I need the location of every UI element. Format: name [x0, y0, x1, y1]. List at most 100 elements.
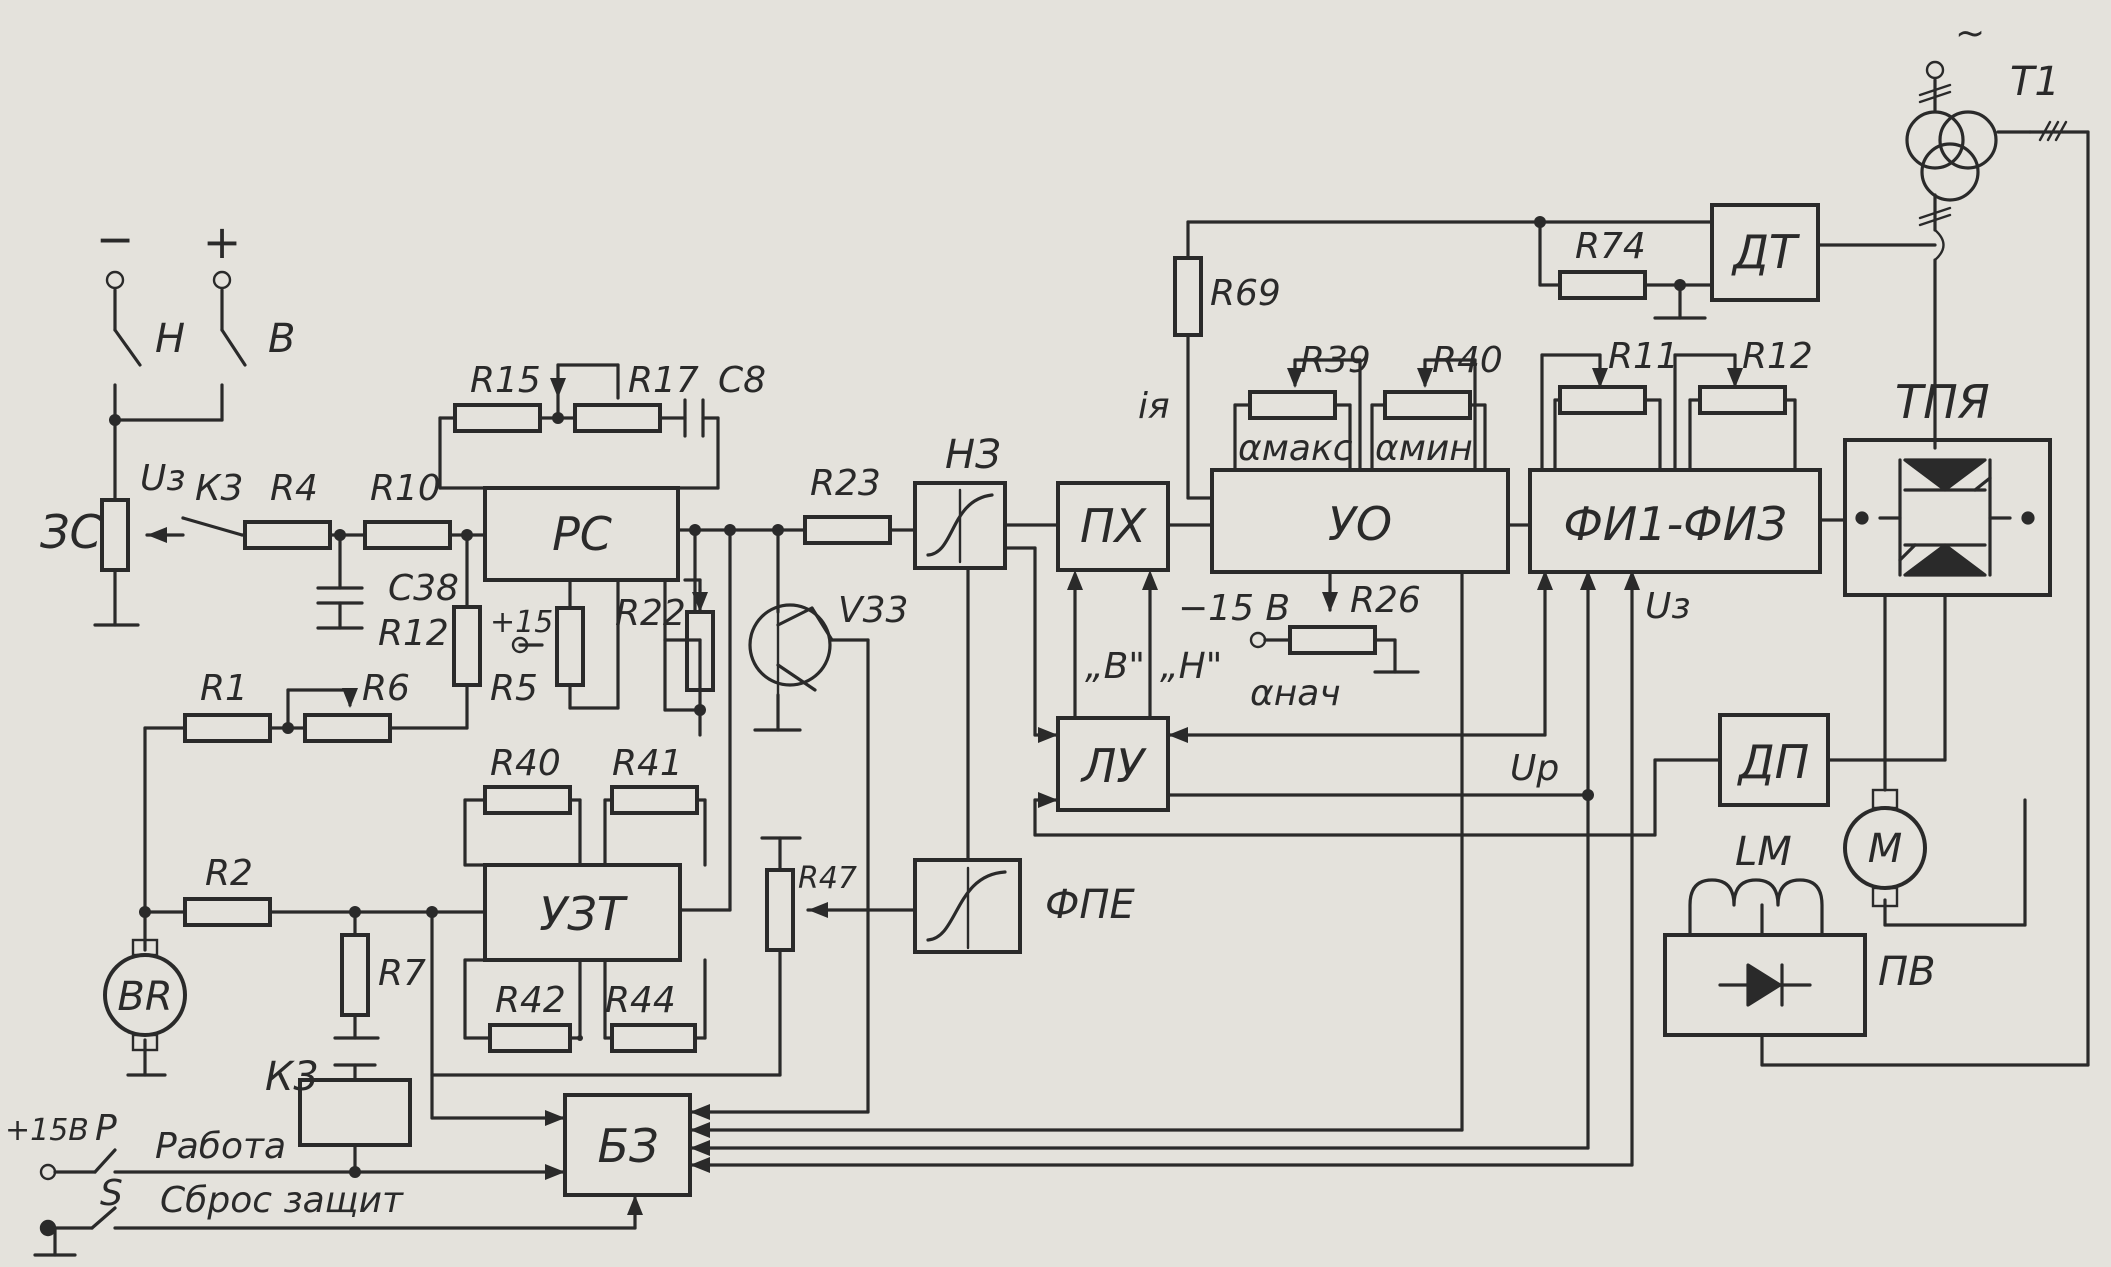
label-c38: C38	[388, 568, 459, 609]
block-label-zs: ЗС	[40, 505, 102, 559]
block-label-lm: LM	[1735, 829, 1792, 875]
label-h: H	[155, 316, 185, 362]
label-amax: αмакс	[1238, 428, 1353, 469]
label-r26: R26	[1350, 580, 1421, 621]
transformer-t1	[1905, 83, 2068, 262]
label-r41: R41	[612, 743, 683, 784]
resistor-r23	[803, 515, 892, 545]
resistor-r47	[765, 868, 795, 952]
resistor-r5	[555, 606, 585, 687]
label-sbros: Сброс защит	[160, 1180, 404, 1221]
block-ph	[1056, 481, 1170, 572]
label-r7: R7	[378, 953, 426, 994]
resistors	[100, 256, 1787, 1053]
block-label-nz: НЗ	[945, 432, 1001, 478]
block-label-rs: РС	[552, 507, 612, 561]
resistor-r40a	[483, 785, 572, 815]
diode-pv	[1718, 963, 1812, 1007]
resistor-r4	[243, 520, 332, 550]
resistor-r39	[1248, 390, 1337, 420]
block-tpya	[1843, 438, 2052, 597]
block-label-m: M	[1868, 826, 1903, 872]
thyristor-bridge	[1855, 458, 2035, 577]
resistor-r69	[1173, 256, 1203, 337]
block-pv	[1663, 933, 1867, 1037]
block-fi	[1528, 468, 1822, 574]
label-r4: R4	[270, 468, 318, 509]
resistor-r15	[453, 403, 542, 433]
label-r11: R11	[1608, 336, 1679, 377]
potentiometer-zs	[100, 498, 130, 572]
label-minus: −	[96, 212, 135, 266]
block-label-t1: T1	[2010, 59, 2060, 105]
resistor-r41	[610, 785, 699, 815]
label-iya: iя	[1138, 386, 1170, 427]
block-k3-coil	[298, 1078, 412, 1147]
label-b-quoted: „В"	[1085, 646, 1145, 687]
resistor-r11	[1558, 385, 1647, 415]
label-r42: R42	[495, 980, 566, 1021]
block-label-uzt: УЗТ	[539, 887, 629, 941]
arrows	[147, 368, 1743, 1215]
block-dt	[1710, 203, 1820, 302]
resistor-r7	[340, 933, 370, 1017]
blocks	[298, 203, 2052, 1197]
label-r15: R15	[470, 360, 541, 401]
block-label-dp: ДП	[1737, 735, 1810, 789]
resistor-r2	[183, 897, 272, 927]
block-bz	[563, 1093, 692, 1197]
block-label-k3coil: К3	[265, 1054, 319, 1100]
block-nz	[913, 481, 1007, 570]
block-label-dt: ДТ	[1731, 225, 1801, 279]
junctions	[109, 216, 1686, 1178]
label-tilde: ~	[1955, 13, 1985, 54]
label-r40a: R40	[490, 743, 561, 784]
resistor-r42	[488, 1023, 572, 1053]
label-r12a: R12	[378, 613, 449, 654]
label-amin: αмин	[1375, 428, 1473, 469]
transistor-v33	[748, 603, 834, 697]
label-p15: +15	[490, 605, 553, 640]
block-fpe	[913, 858, 1022, 954]
block-lu	[1056, 716, 1170, 812]
label-r12b: R12	[1742, 336, 1813, 377]
label-r2: R2	[205, 853, 253, 894]
label-rabota: Работа	[155, 1126, 286, 1167]
label-r69: R69	[1210, 273, 1281, 314]
block-label-br: BR	[117, 974, 172, 1020]
label-up: Uр	[1510, 748, 1559, 789]
resistor-r22	[685, 610, 715, 692]
resistor-r17	[573, 403, 662, 433]
resistor-r10	[363, 520, 452, 550]
label-k3: К3	[195, 468, 243, 509]
block-label-tpya: ТПЯ	[1895, 375, 1990, 429]
block-label-fi: ФИ1-ФИЗ	[1563, 497, 1786, 551]
text-labels: ЗС РС НЗ ПХ УО ФИ1-ФИЗ ТПЯ ДТ ДП ЛУ УЗТ …	[5, 13, 2060, 1221]
label-s: S	[100, 1173, 123, 1214]
coil-lm	[1688, 878, 1824, 937]
block-label-ph: ПХ	[1080, 499, 1148, 553]
block-label-bz: БЗ	[597, 1119, 658, 1173]
resistor-r26	[1288, 625, 1377, 655]
block-dp	[1718, 713, 1830, 807]
label-r40b: R40	[1432, 340, 1503, 381]
label-r22: R22	[615, 593, 686, 634]
label-r5: R5	[490, 668, 538, 709]
label-r47: R47	[798, 861, 857, 896]
capacitors	[316, 398, 705, 605]
label-p15v: +15В	[5, 1113, 89, 1148]
block-label-pv: ПВ	[1878, 949, 1936, 995]
resistor-r12b	[1698, 385, 1787, 415]
block-uo	[1210, 468, 1510, 574]
resistor-r44	[610, 1023, 697, 1053]
label-r44: R44	[605, 980, 676, 1021]
block-uzt	[483, 863, 682, 962]
label-r1: R1	[200, 668, 248, 709]
label-r23: R23	[810, 463, 881, 504]
label-u3-right: Uз	[1645, 586, 1691, 627]
resistor-r40b	[1383, 390, 1472, 420]
block-label-lu: ЛУ	[1080, 739, 1148, 793]
resistor-r6	[303, 713, 392, 743]
label-plus: +	[203, 215, 242, 269]
